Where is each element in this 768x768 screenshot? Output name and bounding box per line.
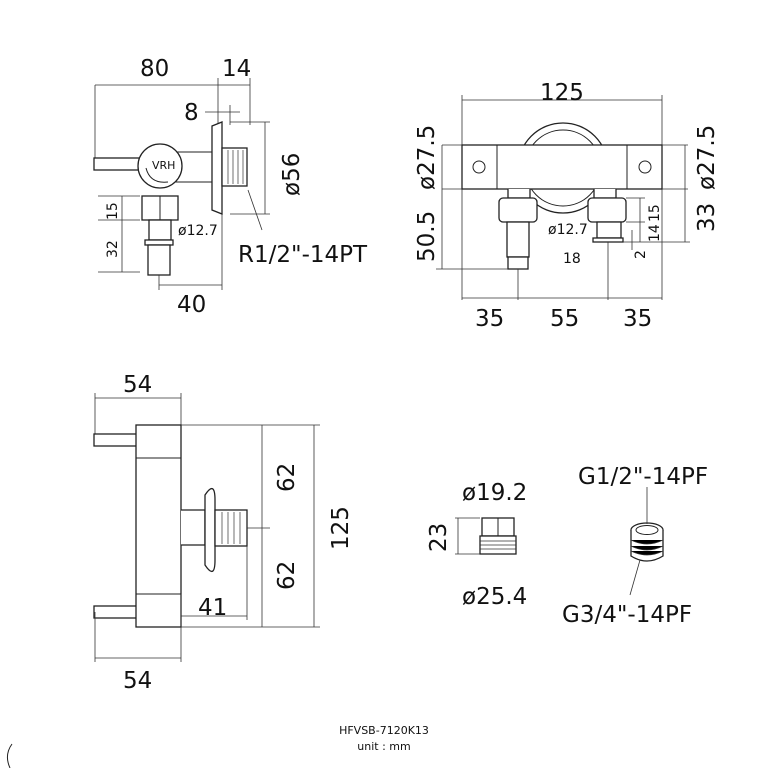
logo-text: VRH: [152, 159, 175, 172]
dim-33: 33: [694, 203, 720, 232]
side-view: VRH 80 14 8 ø56 15 32 ø12.7 R1/2"-14PT 4…: [93, 56, 368, 318]
dim-8: 8: [184, 100, 199, 126]
corner-arc: [6, 743, 13, 768]
thread-label-g1-2: G1/2"-14PF: [578, 464, 708, 490]
adapter-view: ø19.2 23 ø25.4 G1/2"-14PF G3/4"-14PF: [426, 464, 708, 628]
dim-2: 2: [633, 250, 649, 259]
dim-80: 80: [140, 56, 169, 82]
dim-125: 125: [540, 80, 584, 106]
dim-54-bottom: 54: [123, 668, 152, 694]
unit-label: unit : mm: [357, 740, 410, 753]
dim-14: 14: [222, 56, 251, 82]
dim-125: 125: [328, 506, 354, 550]
model-number: HFVSB-7120K13: [339, 724, 429, 737]
dim-62-top: 62: [274, 463, 300, 492]
dim-15: 15: [647, 204, 663, 222]
valve-knob: [137, 143, 183, 189]
dim-diameter-12-7: ø12.7: [548, 222, 588, 238]
dim-35-left: 35: [475, 306, 504, 332]
dim-35-right: 35: [623, 306, 652, 332]
dim-40: 40: [177, 292, 206, 318]
dim-diameter-19-2: ø19.2: [462, 480, 527, 506]
front-view: 125 ø27.5 ø27.5 50.5 33 15 14 2 ø12.7 18…: [414, 80, 720, 332]
dim-55: 55: [550, 306, 579, 332]
dim-14: 14: [647, 224, 663, 242]
dim-32: 32: [105, 240, 121, 258]
dim-54-top: 54: [123, 372, 152, 398]
dim-18: 18: [563, 251, 581, 267]
dim-diameter-27-5-left: ø27.5: [414, 125, 440, 190]
top-view: 54 62 125 62 41 54: [93, 372, 354, 694]
dim-diameter-56: ø56: [279, 153, 305, 196]
dim-23: 23: [426, 523, 452, 552]
dim-50-5: 50.5: [414, 211, 440, 262]
dim-diameter-25-4: ø25.4: [462, 584, 527, 610]
dim-15: 15: [105, 202, 121, 220]
thread-label-r1-2: R1/2"-14PT: [238, 242, 368, 268]
dim-41: 41: [198, 595, 227, 621]
dim-diameter-27-5-right: ø27.5: [694, 125, 720, 190]
dim-62-bottom: 62: [274, 561, 300, 590]
dim-diameter-12-7: ø12.7: [178, 223, 218, 239]
thread-label-g3-4: G3/4"-14PF: [562, 602, 692, 628]
